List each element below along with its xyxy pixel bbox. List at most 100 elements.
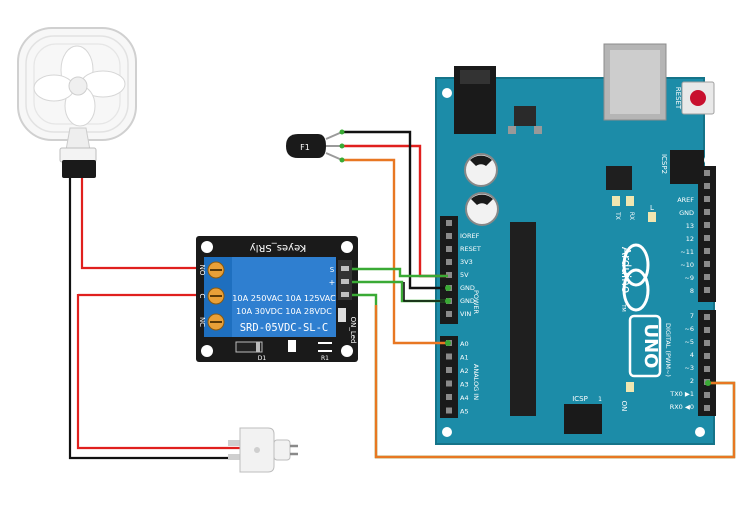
pin-label: A0 xyxy=(460,340,469,348)
relay-brand-label: Keyes_SRly xyxy=(250,242,307,253)
pin-label: TX0 ▶1 xyxy=(669,390,694,398)
arduino-uno-board xyxy=(435,43,716,445)
icsp2-label: ICSP2 xyxy=(660,154,668,174)
fan-icon xyxy=(17,27,137,178)
temperature-sensor-icon: F1 xyxy=(286,131,343,161)
pin-label: ~11 xyxy=(680,248,694,256)
header-pin xyxy=(446,220,452,226)
header-pin xyxy=(446,380,452,387)
relay-term-c: C xyxy=(198,294,206,299)
pin-label: RESET xyxy=(460,245,481,253)
header-pin xyxy=(704,353,710,359)
relay-module xyxy=(196,236,358,362)
header-pin xyxy=(446,367,452,373)
header-pin xyxy=(704,235,710,241)
pin-label: VIN xyxy=(460,310,471,318)
relay-r1-label: R1 xyxy=(321,355,329,362)
header-pin xyxy=(704,248,710,254)
icsp-label: ICSP xyxy=(572,395,588,403)
header-pin xyxy=(446,259,452,265)
pin-label: GND xyxy=(679,209,694,217)
mains-wires xyxy=(68,178,248,460)
pin-label: 8 xyxy=(690,287,694,295)
pin-label: 12 xyxy=(686,235,694,243)
relay-led-label: ON_Led xyxy=(349,317,357,344)
pin-label: ~6 xyxy=(684,325,694,333)
tx-label: TX xyxy=(614,211,621,220)
pin-label: A5 xyxy=(460,408,469,416)
pin-label: 4 xyxy=(690,351,694,359)
header-pin xyxy=(446,407,452,414)
header-pin xyxy=(704,287,710,293)
pin-label: ~5 xyxy=(684,338,694,346)
rx-label: RX xyxy=(628,212,635,220)
relay-pin-s: S xyxy=(330,266,335,274)
on-label: ON xyxy=(620,401,628,412)
relay-rating-2: 10A 30VDC 10A 28VDC xyxy=(236,306,332,316)
relay-part-number: SRD-05VDC-SL-C xyxy=(240,322,329,334)
header-pin xyxy=(704,314,710,320)
relay-pin-minus: - xyxy=(331,291,334,300)
pin-label: ~10 xyxy=(680,261,694,269)
header-pin xyxy=(704,261,710,267)
relay-pin-plus: + xyxy=(329,278,336,287)
pin-label: AREF xyxy=(677,196,694,204)
relay-rating-1: 10A 250VAC 10A 125VAC xyxy=(232,293,336,303)
digital-label: DIGITAL (PWM~) xyxy=(664,323,672,377)
l-label: L xyxy=(650,204,654,212)
sensor-label: F1 xyxy=(300,143,310,152)
analog-label: ANALOG IN xyxy=(472,364,480,400)
header-pin xyxy=(446,353,452,360)
power-plug-icon xyxy=(228,427,298,473)
pin-label: ~9 xyxy=(684,274,694,282)
pin-label: 5V xyxy=(460,271,469,279)
header-pin xyxy=(704,327,710,333)
arduino-tm: TM xyxy=(620,303,626,311)
power-label: POWER xyxy=(472,290,480,315)
header-pin xyxy=(704,222,710,228)
pin-label: IOREF xyxy=(460,232,480,240)
pin-label: A3 xyxy=(460,381,469,389)
wire-junctions xyxy=(339,129,711,386)
header-pin xyxy=(446,246,452,252)
reset-label: RESET xyxy=(674,87,682,110)
pin-label: 13 xyxy=(686,222,694,230)
pin-label: GND xyxy=(460,284,475,292)
relay-labels: Keyes_SRly 10A 250VAC 10A 125VAC 10A 30V… xyxy=(198,242,357,362)
header-pin xyxy=(704,366,710,372)
pin-label: A4 xyxy=(460,394,469,402)
pin-label: 3V3 xyxy=(460,258,473,266)
relay-d1-label: D1 xyxy=(258,355,267,362)
pin-label: A1 xyxy=(460,354,469,362)
header-pin xyxy=(446,311,452,317)
header-pin xyxy=(704,340,710,346)
uno-label: UNO xyxy=(640,324,661,369)
header-pin xyxy=(704,209,710,215)
header-pin xyxy=(704,196,710,202)
relay-term-nc: NC xyxy=(198,317,206,327)
pin-label: ~3 xyxy=(684,364,694,372)
pin-label: GND xyxy=(460,297,475,305)
header-pin xyxy=(446,233,452,239)
header-pin xyxy=(446,272,452,278)
pin-label: A2 xyxy=(460,367,469,375)
digital-top-labels: AREF GND 13 12 ~11 ~10 ~9 8 xyxy=(677,196,694,295)
signal-wires xyxy=(342,130,736,459)
pin-label: RX0 ◀0 xyxy=(670,403,694,411)
power-pin-labels: IOREF RESET 3V3 5V GND GND VIN xyxy=(460,232,481,318)
header-pin xyxy=(704,405,710,411)
header-pin xyxy=(704,183,710,189)
pin-label: 2 xyxy=(690,377,694,385)
pin-label: 7 xyxy=(690,312,694,320)
arduino-brand: Arduino xyxy=(619,247,633,293)
arduino-labels: RESET ICSP2 ICSP 1 Arduino TM UNO ON L T… xyxy=(460,87,694,416)
icsp-pin-one: 1 xyxy=(598,396,602,403)
header-pin xyxy=(704,392,710,398)
header-pin xyxy=(704,170,710,176)
arduino-header-pins xyxy=(446,170,710,414)
relay-term-no: NO xyxy=(198,265,206,276)
